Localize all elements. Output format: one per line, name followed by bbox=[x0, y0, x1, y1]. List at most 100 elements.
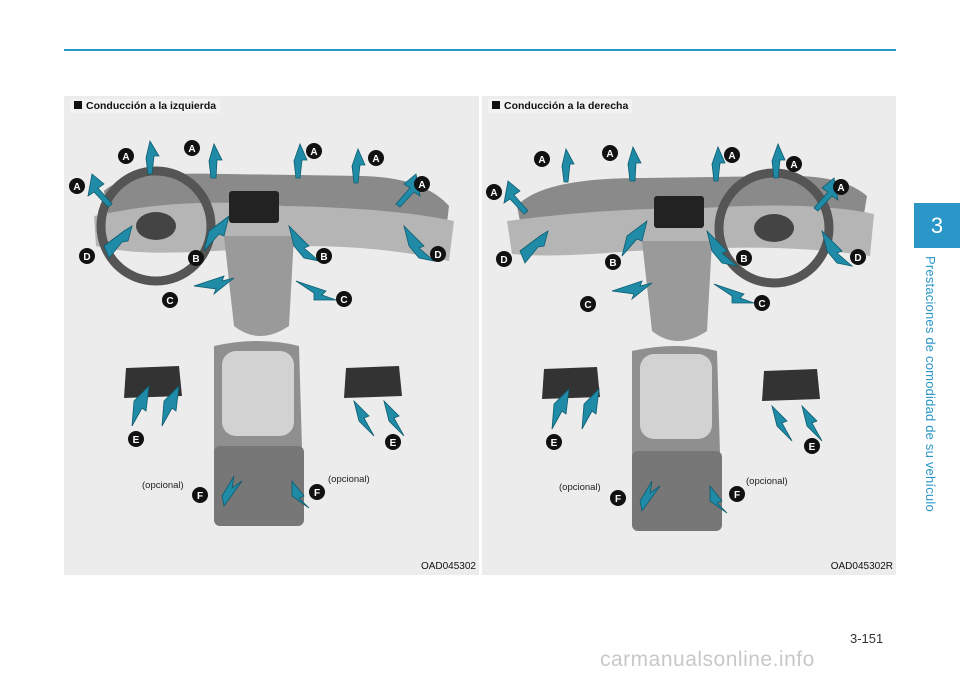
svg-text:F: F bbox=[197, 491, 203, 502]
label-f-2: F bbox=[729, 486, 745, 502]
watermark: carmanualsonline.info bbox=[600, 648, 815, 671]
optional-note-left: (opcional) bbox=[142, 480, 184, 491]
svg-text:A: A bbox=[418, 180, 425, 191]
figure-right-hand-drive: A A A A A A B B C C D D E E F F Conducci… bbox=[482, 96, 896, 575]
figure-code: OAD045302 bbox=[420, 561, 476, 572]
svg-text:A: A bbox=[310, 147, 317, 158]
figure-code: OAD045302R bbox=[830, 561, 893, 572]
center-console bbox=[224, 236, 294, 336]
side-vent-right bbox=[344, 366, 402, 398]
svg-text:D: D bbox=[434, 250, 441, 261]
label-a-1: A bbox=[118, 148, 134, 164]
optional-note-left: (opcional) bbox=[559, 482, 601, 493]
svg-text:D: D bbox=[83, 252, 90, 263]
vent-diagram-left: A A A A A A B B C C D D E E F F bbox=[69, 139, 454, 526]
figure-title: Conducción a la derecha bbox=[488, 99, 633, 113]
label-e-1: E bbox=[546, 434, 562, 450]
side-vent-left bbox=[542, 367, 600, 399]
label-a-4: A bbox=[786, 156, 802, 172]
svg-text:E: E bbox=[133, 435, 140, 446]
svg-text:C: C bbox=[584, 300, 591, 311]
svg-text:B: B bbox=[320, 252, 327, 263]
label-e-1: E bbox=[128, 431, 144, 447]
side-vent-left bbox=[124, 366, 182, 398]
label-a-5: A bbox=[486, 184, 502, 200]
vent-diagram-right: A A A A A A B B C C D D E E F F bbox=[486, 142, 874, 531]
label-d-2: D bbox=[850, 249, 866, 265]
svg-text:A: A bbox=[490, 188, 497, 199]
label-b-1: B bbox=[605, 254, 621, 270]
armrest bbox=[222, 351, 294, 436]
square-bullet-icon bbox=[492, 101, 500, 109]
label-a-6: A bbox=[414, 176, 430, 192]
svg-text:A: A bbox=[372, 154, 379, 165]
figure-left-hand-drive: A A A A A A B B C C D D E E F F Conducci… bbox=[64, 96, 479, 575]
vent-labels: A A A A A A B B C C D D E E F F bbox=[69, 140, 446, 503]
label-a-3: A bbox=[724, 147, 740, 163]
svg-text:C: C bbox=[758, 299, 765, 310]
label-f-1: F bbox=[192, 487, 208, 503]
side-vent-right bbox=[762, 369, 820, 401]
label-a-5: A bbox=[69, 178, 85, 194]
label-a-2: A bbox=[184, 140, 200, 156]
svg-text:D: D bbox=[500, 255, 507, 266]
label-c-2: C bbox=[336, 291, 352, 307]
svg-text:A: A bbox=[538, 155, 545, 166]
label-e-2: E bbox=[385, 434, 401, 450]
label-f-2: F bbox=[309, 484, 325, 500]
label-a-3: A bbox=[306, 143, 322, 159]
svg-text:D: D bbox=[854, 253, 861, 264]
svg-text:F: F bbox=[314, 488, 320, 499]
label-d-1: D bbox=[496, 251, 512, 267]
svg-text:E: E bbox=[809, 442, 816, 453]
infotainment-screen bbox=[654, 196, 704, 228]
svg-text:C: C bbox=[166, 296, 173, 307]
label-c-2: C bbox=[754, 295, 770, 311]
optional-note-right: (opcional) bbox=[328, 474, 370, 485]
rear-vent-unit bbox=[632, 451, 722, 531]
chapter-number-tab: 3 bbox=[914, 203, 960, 248]
chapter-title: Prestaciones de comodidad de su vehículo bbox=[923, 256, 938, 512]
label-c-1: C bbox=[580, 296, 596, 312]
armrest bbox=[640, 354, 712, 439]
svg-text:A: A bbox=[837, 183, 844, 194]
svg-text:E: E bbox=[390, 438, 397, 449]
airflow-arrows bbox=[87, 139, 436, 509]
svg-text:B: B bbox=[192, 254, 199, 265]
label-b-2: B bbox=[316, 248, 332, 264]
steering-wheel bbox=[96, 166, 216, 286]
svg-text:B: B bbox=[740, 254, 747, 265]
svg-text:F: F bbox=[615, 494, 621, 505]
label-a-4: A bbox=[368, 150, 384, 166]
svg-text:A: A bbox=[73, 182, 80, 193]
infotainment-screen bbox=[229, 191, 279, 223]
svg-text:A: A bbox=[728, 151, 735, 162]
label-d-1: D bbox=[79, 248, 95, 264]
label-f-1: F bbox=[610, 490, 626, 506]
svg-text:A: A bbox=[122, 152, 129, 163]
vent-labels: A A A A A A B B C C D D E E F F bbox=[486, 145, 866, 506]
rear-vent-unit bbox=[214, 446, 304, 526]
airflow-arrows bbox=[503, 142, 854, 514]
top-rule bbox=[64, 49, 896, 51]
svg-text:A: A bbox=[790, 160, 797, 171]
svg-text:F: F bbox=[734, 490, 740, 501]
label-c-1: C bbox=[162, 292, 178, 308]
label-e-2: E bbox=[804, 438, 820, 454]
center-console bbox=[642, 241, 712, 341]
label-b-2: B bbox=[736, 250, 752, 266]
svg-text:B: B bbox=[609, 258, 616, 269]
page-number: 3-151 bbox=[850, 631, 884, 646]
square-bullet-icon bbox=[74, 101, 82, 109]
svg-text:A: A bbox=[188, 144, 195, 155]
label-d-2: D bbox=[430, 246, 446, 262]
svg-text:C: C bbox=[340, 295, 347, 306]
label-a-1: A bbox=[534, 151, 550, 167]
label-a-6: A bbox=[833, 179, 849, 195]
label-b-1: B bbox=[188, 250, 204, 266]
label-a-2: A bbox=[602, 145, 618, 161]
figure-title: Conducción a la izquierda bbox=[70, 99, 221, 113]
svg-text:E: E bbox=[551, 438, 558, 449]
optional-note-right: (opcional) bbox=[746, 476, 788, 487]
chapter-title-vertical: Prestaciones de comodidad de su vehículo bbox=[920, 256, 940, 536]
